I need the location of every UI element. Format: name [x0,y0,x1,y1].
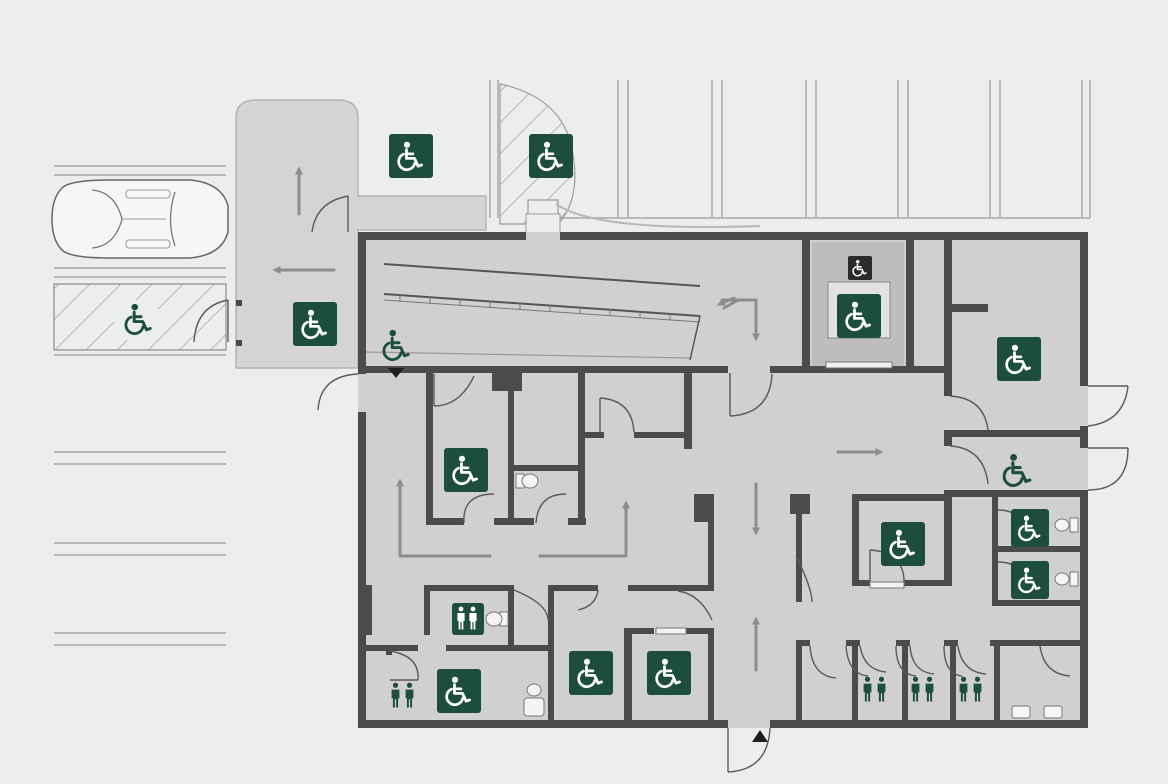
room-walls-left [366,373,810,720]
sink-icon [1011,705,1031,719]
room-walls-top-right [944,240,1080,497]
wheelchair-icon [848,256,872,280]
sink-icon [523,683,545,717]
entrance-marker-bottom [752,730,768,742]
accessible-signs [293,134,1049,713]
doors [317,373,1129,773]
wheelchair-icon [293,302,337,346]
wheelchair-icon [881,522,925,566]
entrance-walkway [193,99,487,369]
wheelchair-icon [1011,561,1049,599]
parked-car [51,179,229,259]
parking-lot-top [489,80,1091,237]
wheelchair-icon [837,294,881,338]
wheelchair-icon [997,337,1041,381]
sink-icon [1043,705,1063,719]
room-walls-right [796,494,1080,720]
restroom-signs [391,603,982,708]
exterior-walls [358,232,1088,728]
wheelchair-icon [529,134,573,178]
toilet-icon [515,473,539,489]
fixtures [485,473,1079,719]
entrance-marker-left [388,368,404,378]
wheelchair-icon [437,669,481,713]
car-icon [51,179,229,259]
restroom-people-icon [452,603,484,635]
accessible-parking-space [53,283,227,351]
toilet-icon [1054,571,1079,587]
wheelchair-icon [569,651,613,695]
wheelchair-icon [389,134,433,178]
wheelchair-icon [444,448,488,492]
interior-ramp [365,263,701,361]
wheelchair-icon [1011,509,1049,547]
route-arrows [396,296,884,672]
toilet-icon [1054,517,1079,533]
toilet-icon [485,611,509,627]
parking-lot-left [54,165,226,646]
wheelchair-icon [647,651,691,695]
